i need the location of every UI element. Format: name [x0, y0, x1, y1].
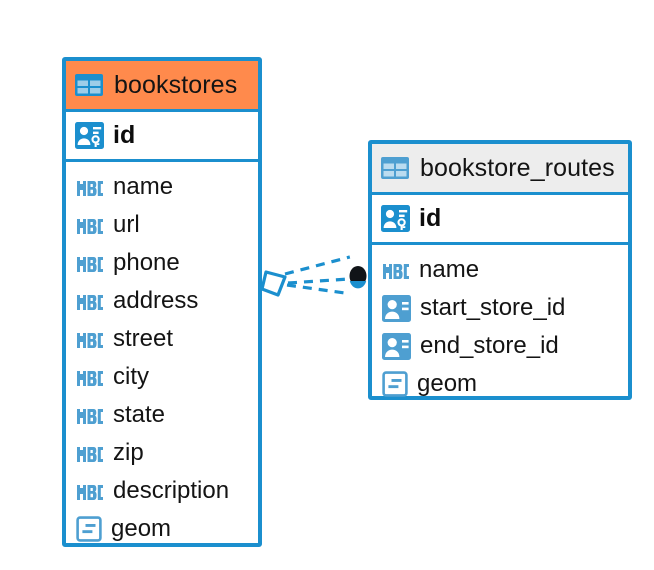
field-name: zip — [113, 439, 144, 466]
field-row[interactable]: end_store_id — [372, 327, 628, 365]
field-name: start_store_id — [420, 294, 566, 321]
relationship-line-middle — [287, 277, 350, 285]
text-abc-icon — [77, 181, 103, 196]
text-abc-icon — [77, 371, 103, 386]
field-row[interactable]: url — [66, 206, 258, 244]
field-name: phone — [113, 249, 180, 276]
foreign-key-icon — [382, 294, 411, 322]
field-name: url — [113, 211, 140, 238]
field-name: name — [113, 173, 174, 200]
field-list: name url phone address street city state zip des… — [66, 162, 258, 555]
geometry-icon — [382, 371, 408, 397]
field-row[interactable]: address — [66, 282, 258, 320]
crows-foot-icon — [260, 270, 287, 297]
field-row[interactable]: start_store_id — [372, 289, 628, 327]
field-name: name — [419, 256, 480, 283]
field-row-primary-key[interactable]: id — [66, 112, 258, 162]
field-row-primary-key[interactable]: id — [372, 195, 628, 245]
foreign-key-icon — [382, 332, 411, 360]
field-row[interactable]: description — [66, 472, 258, 510]
field-row[interactable]: phone — [66, 244, 258, 282]
text-abc-icon — [77, 447, 103, 462]
field-row[interactable]: name — [372, 251, 628, 289]
primary-key-icon — [75, 122, 104, 149]
field-name: street — [113, 325, 174, 352]
field-row[interactable]: geom — [66, 510, 258, 548]
field-name: id — [113, 121, 136, 149]
text-abc-icon — [77, 219, 103, 234]
field-row[interactable]: zip — [66, 434, 258, 472]
field-name: geom — [417, 370, 478, 397]
text-abc-icon — [77, 295, 103, 310]
relationship-line-upper — [284, 255, 351, 276]
entity-bookstores[interactable]: bookstores id name url phone address street c… — [62, 57, 262, 547]
text-abc-icon — [77, 257, 103, 272]
field-row[interactable]: city — [66, 358, 258, 396]
field-name: end_store_id — [420, 332, 559, 359]
field-name: address — [113, 287, 199, 314]
text-abc-icon — [77, 333, 103, 348]
field-name: state — [113, 401, 166, 428]
field-name: id — [419, 204, 442, 232]
text-abc-icon — [77, 409, 103, 424]
filled-circle-icon — [349, 266, 367, 289]
table-icon — [381, 157, 409, 179]
field-row[interactable]: state — [66, 396, 258, 434]
entity-title: bookstore_routes — [420, 153, 615, 182]
text-abc-icon — [77, 485, 103, 500]
field-row[interactable]: geom — [372, 365, 628, 403]
relationship-line-lower — [286, 283, 351, 296]
text-abc-icon — [383, 264, 409, 279]
field-name: city — [113, 363, 149, 390]
field-row[interactable]: name — [66, 168, 258, 206]
entity-header-bookstores[interactable]: bookstores — [66, 61, 258, 112]
entity-title: bookstores — [114, 70, 238, 99]
table-icon — [75, 74, 103, 96]
field-name: geom — [111, 515, 172, 542]
field-name: description — [113, 477, 230, 504]
field-row[interactable]: street — [66, 320, 258, 358]
primary-key-icon — [381, 205, 410, 232]
geometry-icon — [76, 516, 102, 542]
entity-header-bookstore-routes[interactable]: bookstore_routes — [372, 144, 628, 195]
